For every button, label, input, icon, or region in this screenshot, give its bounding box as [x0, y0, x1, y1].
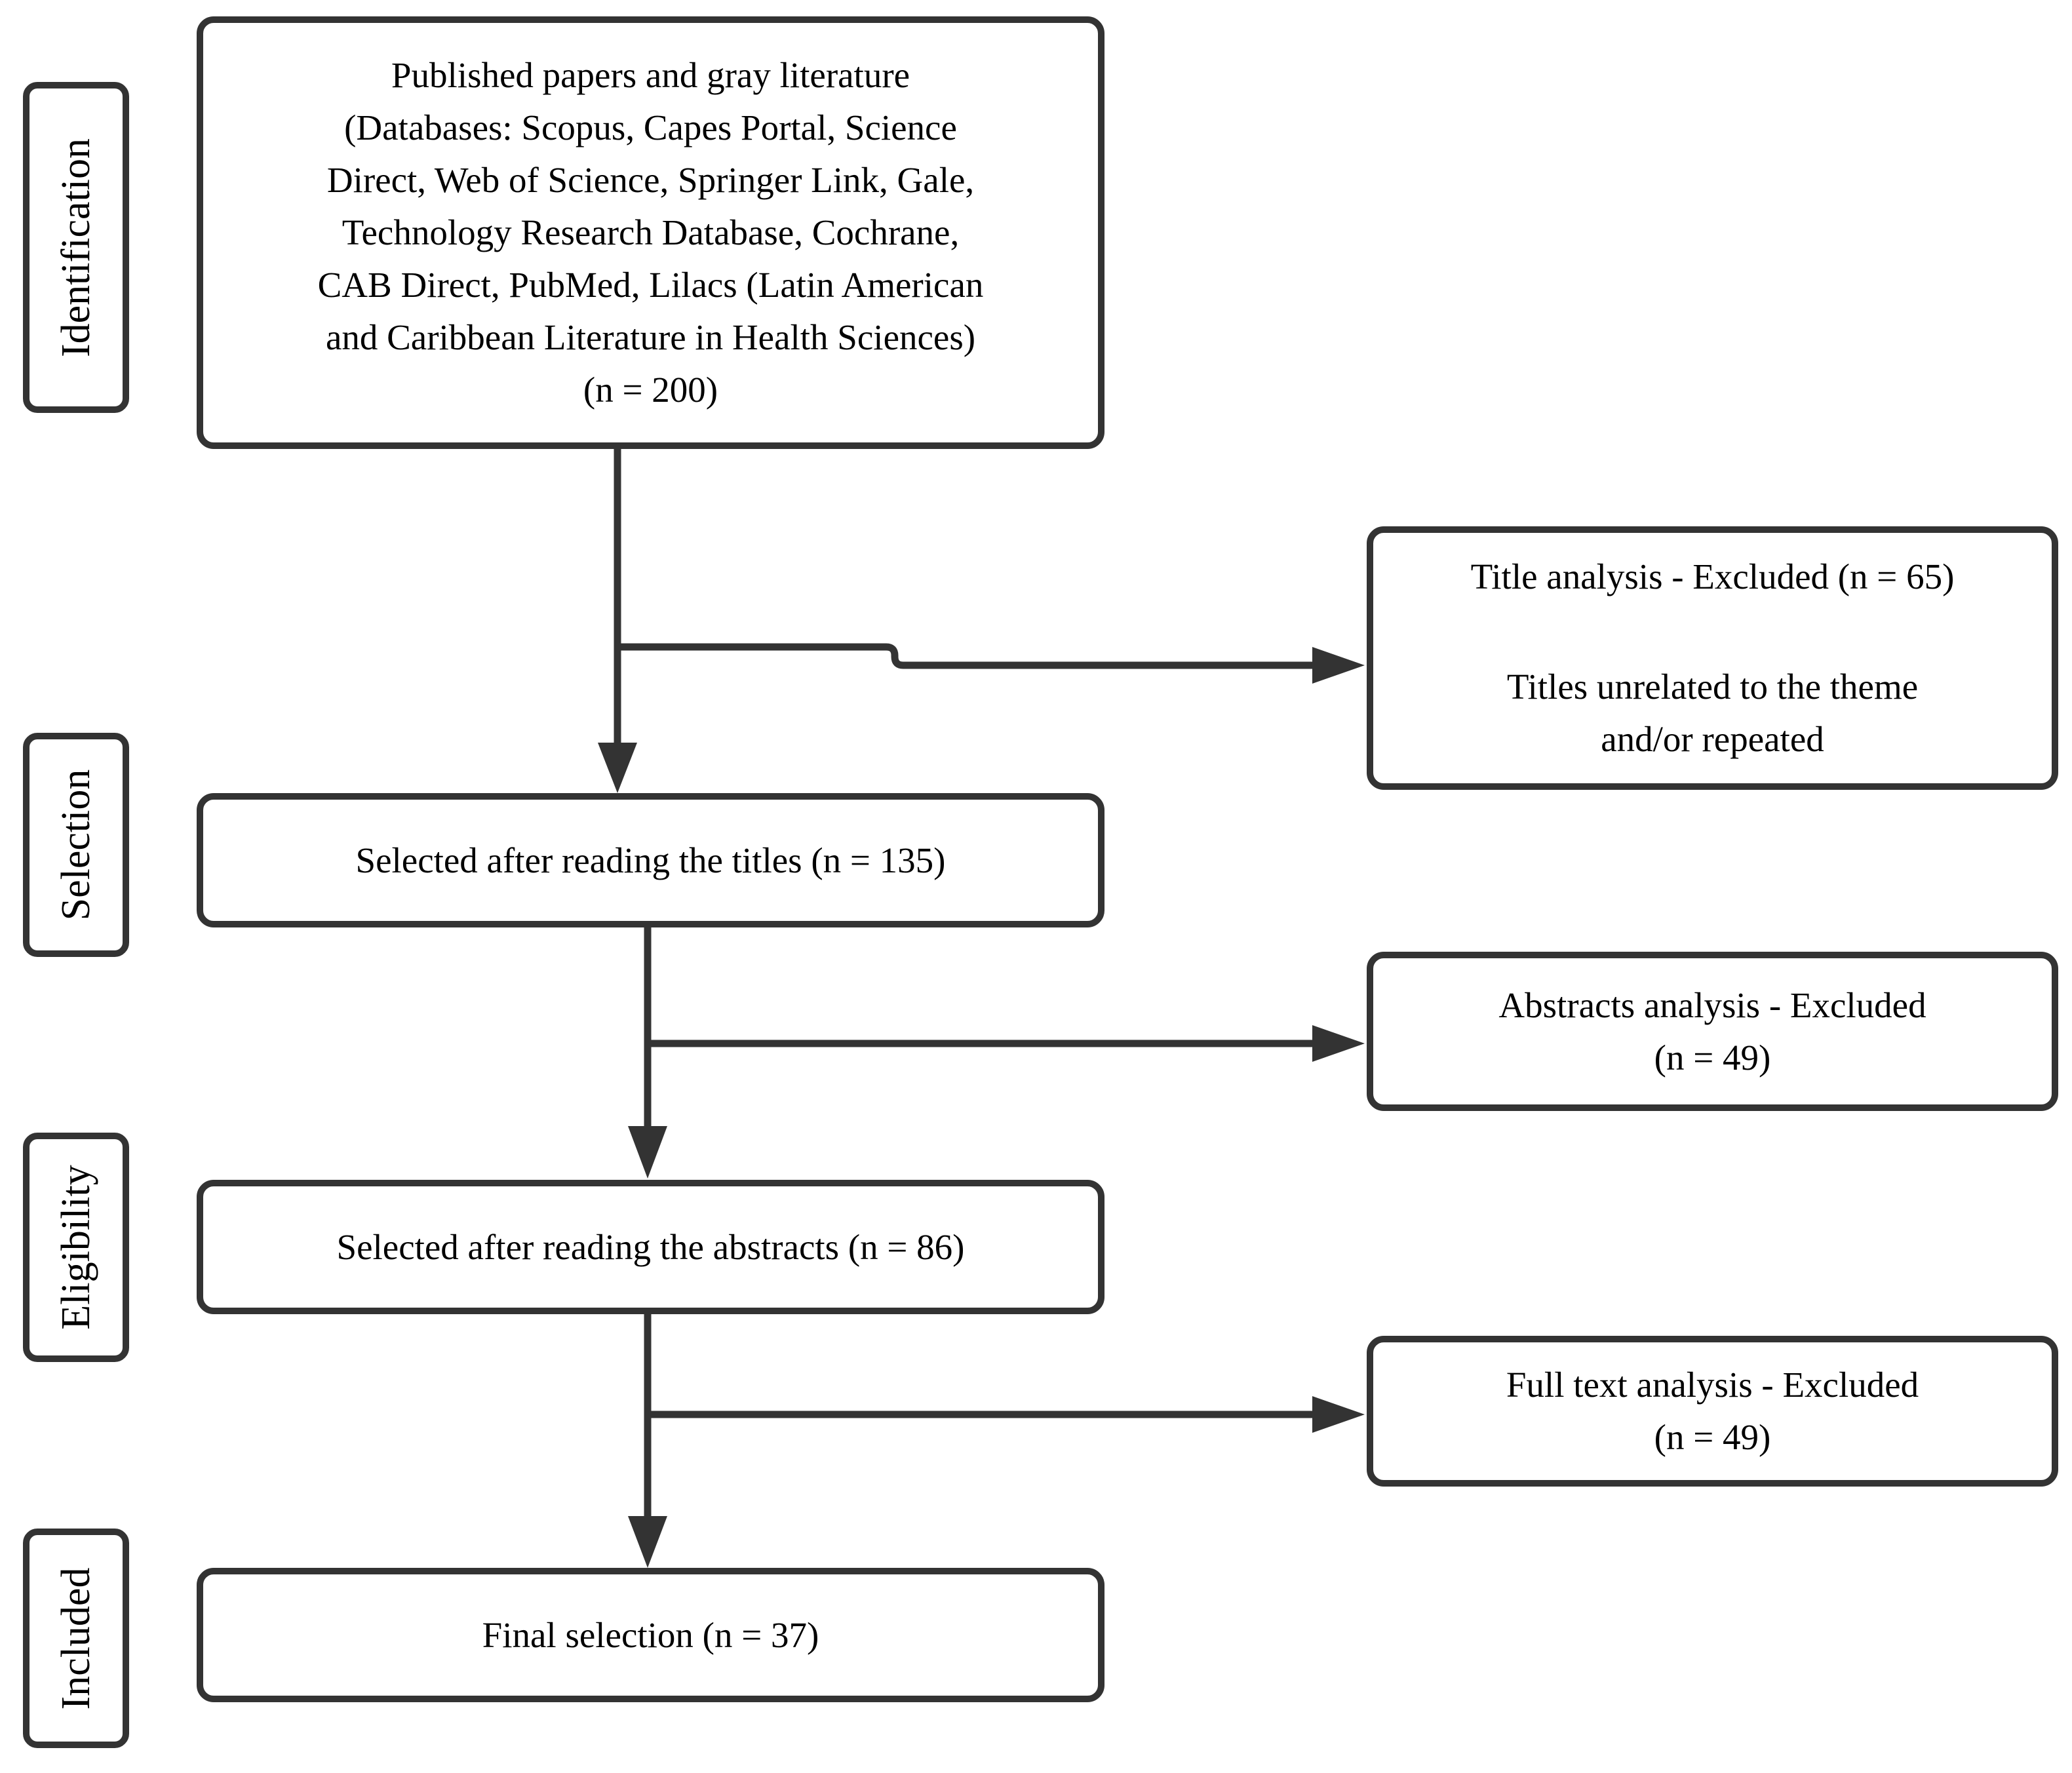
- box-excluded-fulltext-title: Full text analysis - Excluded (n = 49): [1506, 1365, 1919, 1457]
- box-excluded-titles-title: Title analysis - Excluded (n = 65): [1470, 556, 1955, 596]
- arrowhead-fulltext-exclusion: [1312, 1396, 1365, 1433]
- box-excluded-titles: Title analysis - Excluded (n = 65) Title…: [1367, 526, 2058, 790]
- box-identified-records-text: Published papers and gray literature (Da…: [317, 55, 984, 410]
- box-selected-abstracts-text: Selected after reading the abstracts (n …: [336, 1226, 965, 1267]
- stage-label-identification: Identification: [23, 82, 129, 413]
- stage-label-selection-text: Selection: [54, 769, 98, 921]
- arrowhead-abstracts-to-final: [628, 1516, 667, 1568]
- box-excluded-abstracts-title: Abstracts analysis - Excluded (n = 49): [1498, 984, 1926, 1078]
- box-identified-records: Published papers and gray literature (Da…: [197, 16, 1104, 449]
- box-final-selection-text: Final selection (n = 37): [482, 1614, 819, 1655]
- stage-label-selection: Selection: [23, 733, 129, 957]
- stage-label-included-text: Included: [54, 1567, 98, 1709]
- box-final-selection: Final selection (n = 37): [197, 1568, 1104, 1702]
- stage-label-identification-text: Identification: [54, 138, 98, 357]
- arrowhead-identified-to-titles: [598, 743, 637, 793]
- box-selected-titles: Selected after reading the titles (n = 1…: [197, 793, 1104, 927]
- box-selected-abstracts: Selected after reading the abstracts (n …: [197, 1180, 1104, 1314]
- arrowhead-titles-to-abstracts: [628, 1126, 667, 1179]
- stage-label-eligibility: Eligibility: [23, 1133, 129, 1362]
- box-excluded-titles-detail: Titles unrelated to the theme and/or rep…: [1506, 667, 1919, 759]
- arrowhead-abstracts-exclusion: [1312, 1025, 1365, 1062]
- stage-label-eligibility-text: Eligibility: [54, 1165, 98, 1330]
- arrowhead-title-exclusion: [1312, 647, 1365, 684]
- box-selected-titles-text: Selected after reading the titles (n = 1…: [355, 840, 946, 880]
- stage-label-included: Included: [23, 1529, 129, 1748]
- box-excluded-fulltext: Full text analysis - Excluded (n = 49): [1367, 1336, 2058, 1487]
- box-excluded-abstracts: Abstracts analysis - Excluded (n = 49): [1367, 952, 2058, 1111]
- arrow-line-branch-title-exclusion: [617, 643, 1314, 669]
